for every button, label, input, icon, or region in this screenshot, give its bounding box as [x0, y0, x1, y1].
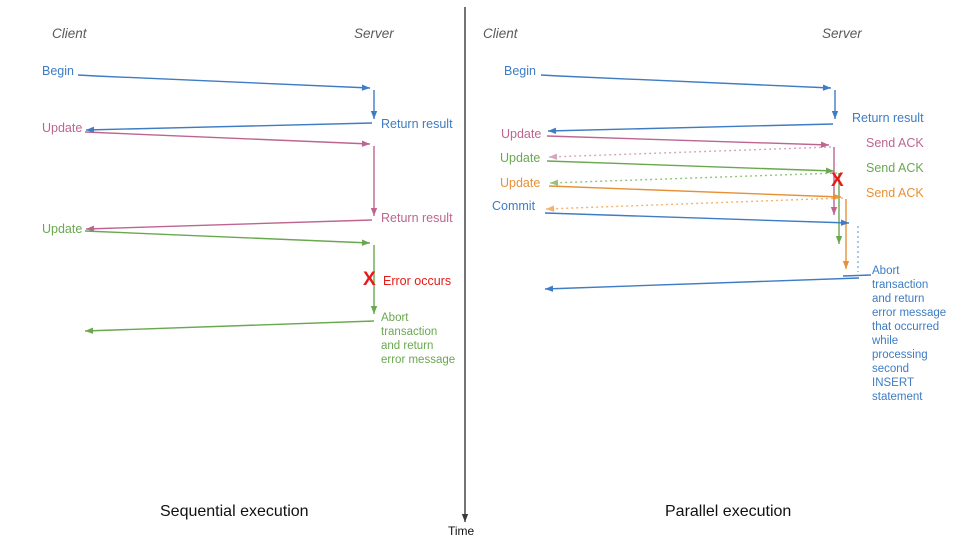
right-ack-2-arrowhead-icon: [550, 179, 559, 186]
left-return-result-2-arrowhead-icon: [86, 225, 95, 232]
right-ack-3: [545, 197, 844, 210]
right-ack-1-arrowhead-icon: [549, 153, 558, 160]
right-update-1-label: Update: [501, 127, 542, 141]
right-return-result-label: Return result: [852, 111, 924, 125]
left-return-result-1: [85, 122, 373, 131]
right-send-ack-1-label: Send ACK: [866, 136, 924, 150]
left-return-result-1-label: Return result: [381, 117, 453, 131]
left-server-header: Server: [354, 26, 394, 41]
right-update-1-processing-arrowhead-icon: [830, 207, 838, 215]
left-begin-label: Begin: [42, 64, 74, 78]
left-abort-return-arrowhead-icon: [85, 327, 94, 334]
left-update-1-label: Update: [42, 121, 83, 135]
right-return-result: [547, 123, 834, 132]
left-update-2-processing-arrowhead-icon: [370, 306, 378, 314]
right-ack-2: [549, 172, 838, 184]
right-server-header: Server: [822, 26, 862, 41]
right-abort-message: Abort transaction and return error messa…: [872, 265, 947, 403]
right-update-2-label: Update: [500, 151, 541, 165]
time-axis-label: Time: [448, 524, 475, 538]
left-return-result-2-label: Return result: [381, 211, 453, 225]
right-send-ack-2-label: Send ACK: [866, 161, 924, 175]
right-update-2-request-arrowhead-icon: [825, 167, 834, 174]
left-begin-processing-arrowhead-icon: [370, 111, 378, 119]
right-begin-label: Begin: [504, 64, 536, 78]
left-update-1-processing-arrowhead-icon: [370, 208, 378, 216]
right-update-3-label: Update: [500, 176, 541, 190]
left-update-2-request-arrowhead-icon: [361, 239, 370, 246]
left-update-2-request: [84, 230, 371, 244]
right-update-2-request: [546, 160, 835, 172]
time-axis-line-arrowhead-icon: [461, 514, 469, 522]
right-begin-processing-arrowhead-icon: [831, 111, 839, 119]
left-begin-request: [77, 74, 371, 89]
left-update-2-label: Update: [42, 222, 83, 236]
left-client-header: Client: [52, 26, 87, 41]
right-begin-request-arrowhead-icon: [822, 84, 831, 91]
right-commit-request-arrowhead-icon: [840, 219, 849, 226]
right-error-x-icon: X: [831, 170, 844, 191]
right-return-result-arrowhead-icon: [548, 127, 557, 134]
right-ack-3-arrowhead-icon: [546, 205, 555, 212]
left-return-result-2: [85, 219, 373, 230]
right-begin-request: [540, 74, 832, 89]
left-caption: Sequential execution: [160, 503, 309, 520]
right-update-3-request: [548, 185, 842, 198]
left-abort-return: [84, 320, 375, 332]
right-commit-request: [544, 212, 850, 224]
right-commit-label: Commit: [492, 199, 536, 213]
right-ack-1: [548, 146, 832, 158]
right-caption: Parallel execution: [665, 503, 792, 520]
right-update-1-request-arrowhead-icon: [820, 141, 829, 148]
right-client-header: Client: [483, 26, 518, 41]
left-update-1-request-arrowhead-icon: [361, 140, 370, 147]
right-abort-tick: [842, 274, 872, 277]
right-update-2-processing-arrowhead-icon: [835, 236, 843, 244]
left-update-1-request: [84, 131, 371, 145]
left-return-result-1-arrowhead-icon: [86, 126, 95, 133]
right-abort-return-arrowhead-icon: [545, 285, 554, 292]
right-update-1-request: [546, 135, 830, 146]
left-begin-request-arrowhead-icon: [361, 84, 370, 91]
left-error-occurs-label: Error occurs: [383, 274, 452, 288]
right-abort-return: [544, 277, 860, 290]
left-error-x-icon: X: [363, 269, 376, 290]
right-update-3-processing-arrowhead-icon: [842, 261, 850, 269]
right-send-ack-3-label: Send ACK: [866, 186, 924, 200]
right-update-3-request-arrowhead-icon: [832, 193, 841, 200]
left-abort-message: Abort transaction and return error messa…: [381, 312, 456, 366]
